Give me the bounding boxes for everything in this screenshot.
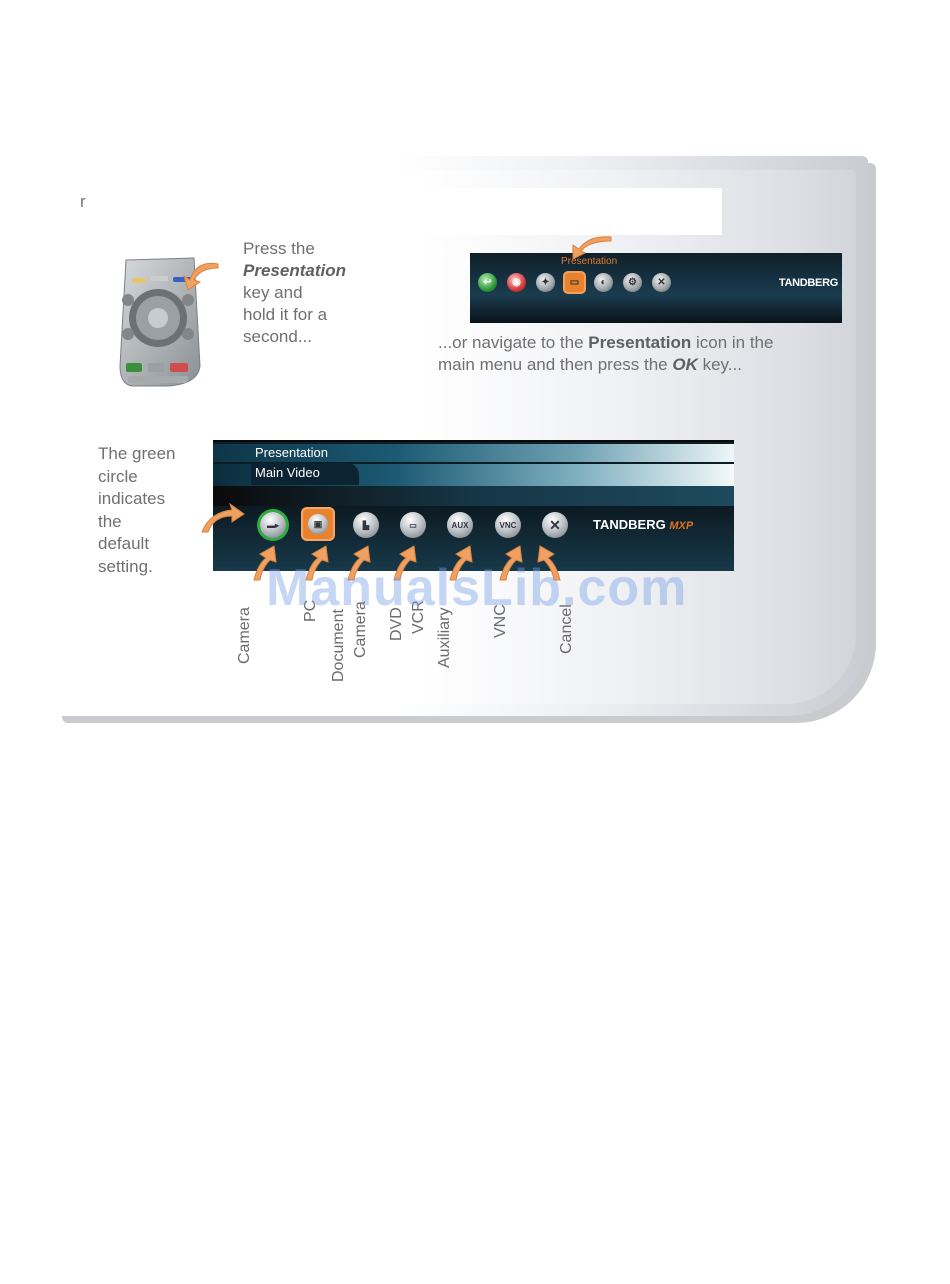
menu-arrow	[572, 236, 612, 260]
up-arrows	[253, 545, 561, 581]
main-video-tab[interactable]	[251, 463, 359, 485]
navigate-instruction: ...or navigate to the Presentation icon …	[438, 333, 774, 374]
end-call-icon[interactable]: ◉	[507, 273, 526, 292]
main-menu-screenshot: Presentation ↩ ◉ ✦ ▭ ◐ ⚙ ✕ TANDBERG	[470, 253, 842, 323]
call-icon[interactable]: ↩	[478, 273, 497, 292]
vnc-icon[interactable]: VNC	[495, 512, 521, 538]
menu-subtitle: Main Video	[255, 465, 320, 480]
content-card: r	[52, 156, 868, 716]
main-camera-icon[interactable]: ▬▸	[260, 512, 286, 538]
green-circle-note: The green circle indicates the default s…	[98, 444, 176, 576]
camera-control-icon[interactable]: ✦	[536, 273, 555, 292]
brand-logo-mxp: TANDBERG MXP	[593, 517, 694, 532]
menu-divider	[213, 486, 734, 506]
presentation-menu-screenshot: Presentation Main Video ▬▸ ▣ ▙ ▭ AUX VNC…	[213, 440, 734, 571]
presentation-icon[interactable]: ▭	[565, 273, 584, 292]
remote-arrow	[183, 262, 219, 291]
label-document: Document	[330, 609, 347, 682]
watermark: ManualsLib.com	[266, 559, 688, 617]
label-camera: Camera	[236, 607, 253, 664]
header-bar	[392, 188, 722, 235]
menu-selected-label: Presentation	[561, 256, 618, 267]
cut-heading: r	[80, 192, 86, 211]
dvd-vcr-icon[interactable]: ▭	[400, 512, 426, 538]
card-inner	[66, 170, 856, 704]
green-circle-arrow	[201, 502, 245, 533]
settings-icon[interactable]: ⚙	[623, 273, 642, 292]
snapshot-icon[interactable]: ◐	[594, 273, 613, 292]
menu-icons: ↩ ◉ ✦ ▭ ◐ ⚙ ✕	[478, 273, 671, 292]
menu-icon-row	[213, 506, 734, 571]
pc-icon[interactable]: ▣	[303, 509, 333, 539]
cancel-icon[interactable]: ✕	[542, 512, 568, 538]
remote-control-image	[119, 257, 201, 387]
menu-title-bar	[213, 444, 734, 462]
document-camera-icon[interactable]: ▙	[353, 512, 379, 538]
cancel-icon[interactable]: ✕	[652, 273, 671, 292]
brand-logo: TANDBERG	[778, 277, 838, 289]
remote-instruction: Press the Presentation key and hold it f…	[243, 239, 346, 346]
menu-title: Presentation	[255, 445, 328, 460]
auxiliary-icon[interactable]: AUX	[447, 512, 473, 538]
